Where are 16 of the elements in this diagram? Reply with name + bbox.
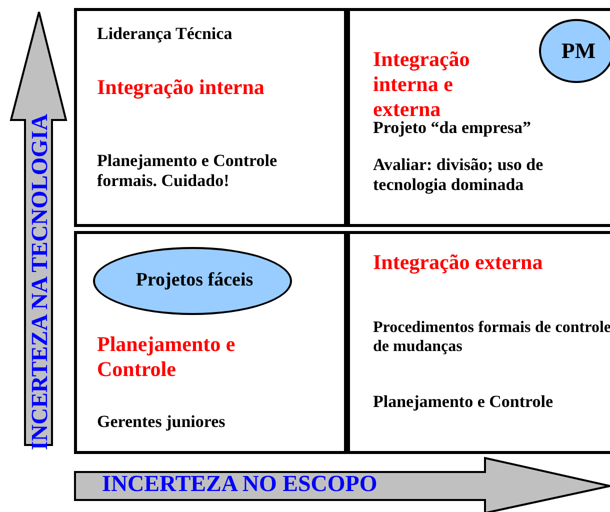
quadrant-text: Avaliar: divisão; uso de tecnologia dominada: [373, 155, 544, 196]
quadrant-box: [347, 231, 610, 454]
heading-text: Integração interna: [97, 75, 266, 100]
heading-text: Planejamento e Controle: [97, 332, 236, 382]
heading-text: Integração externa: [373, 250, 544, 276]
quadrant-text: Planejamento e Controle formais. Cuidado!: [97, 151, 278, 192]
ellipse-label: PM: [560, 38, 597, 64]
quadrant-text: Gerentes juniores: [97, 412, 226, 432]
quadrant-box: [74, 8, 347, 227]
quadrant-text: Liderança Técnica: [97, 24, 234, 44]
axis-label: INCERTEZA NO ESCOPO: [102, 470, 378, 498]
quadrant-box: [74, 231, 347, 454]
quadrant-box: [347, 8, 610, 227]
quadrant-text: Planejamento e Controle: [373, 392, 554, 412]
axis-label: INCERTEZA NA TECNOLOGIA: [26, 114, 54, 450]
ellipse-label: Projetos fáceis: [134, 270, 254, 292]
